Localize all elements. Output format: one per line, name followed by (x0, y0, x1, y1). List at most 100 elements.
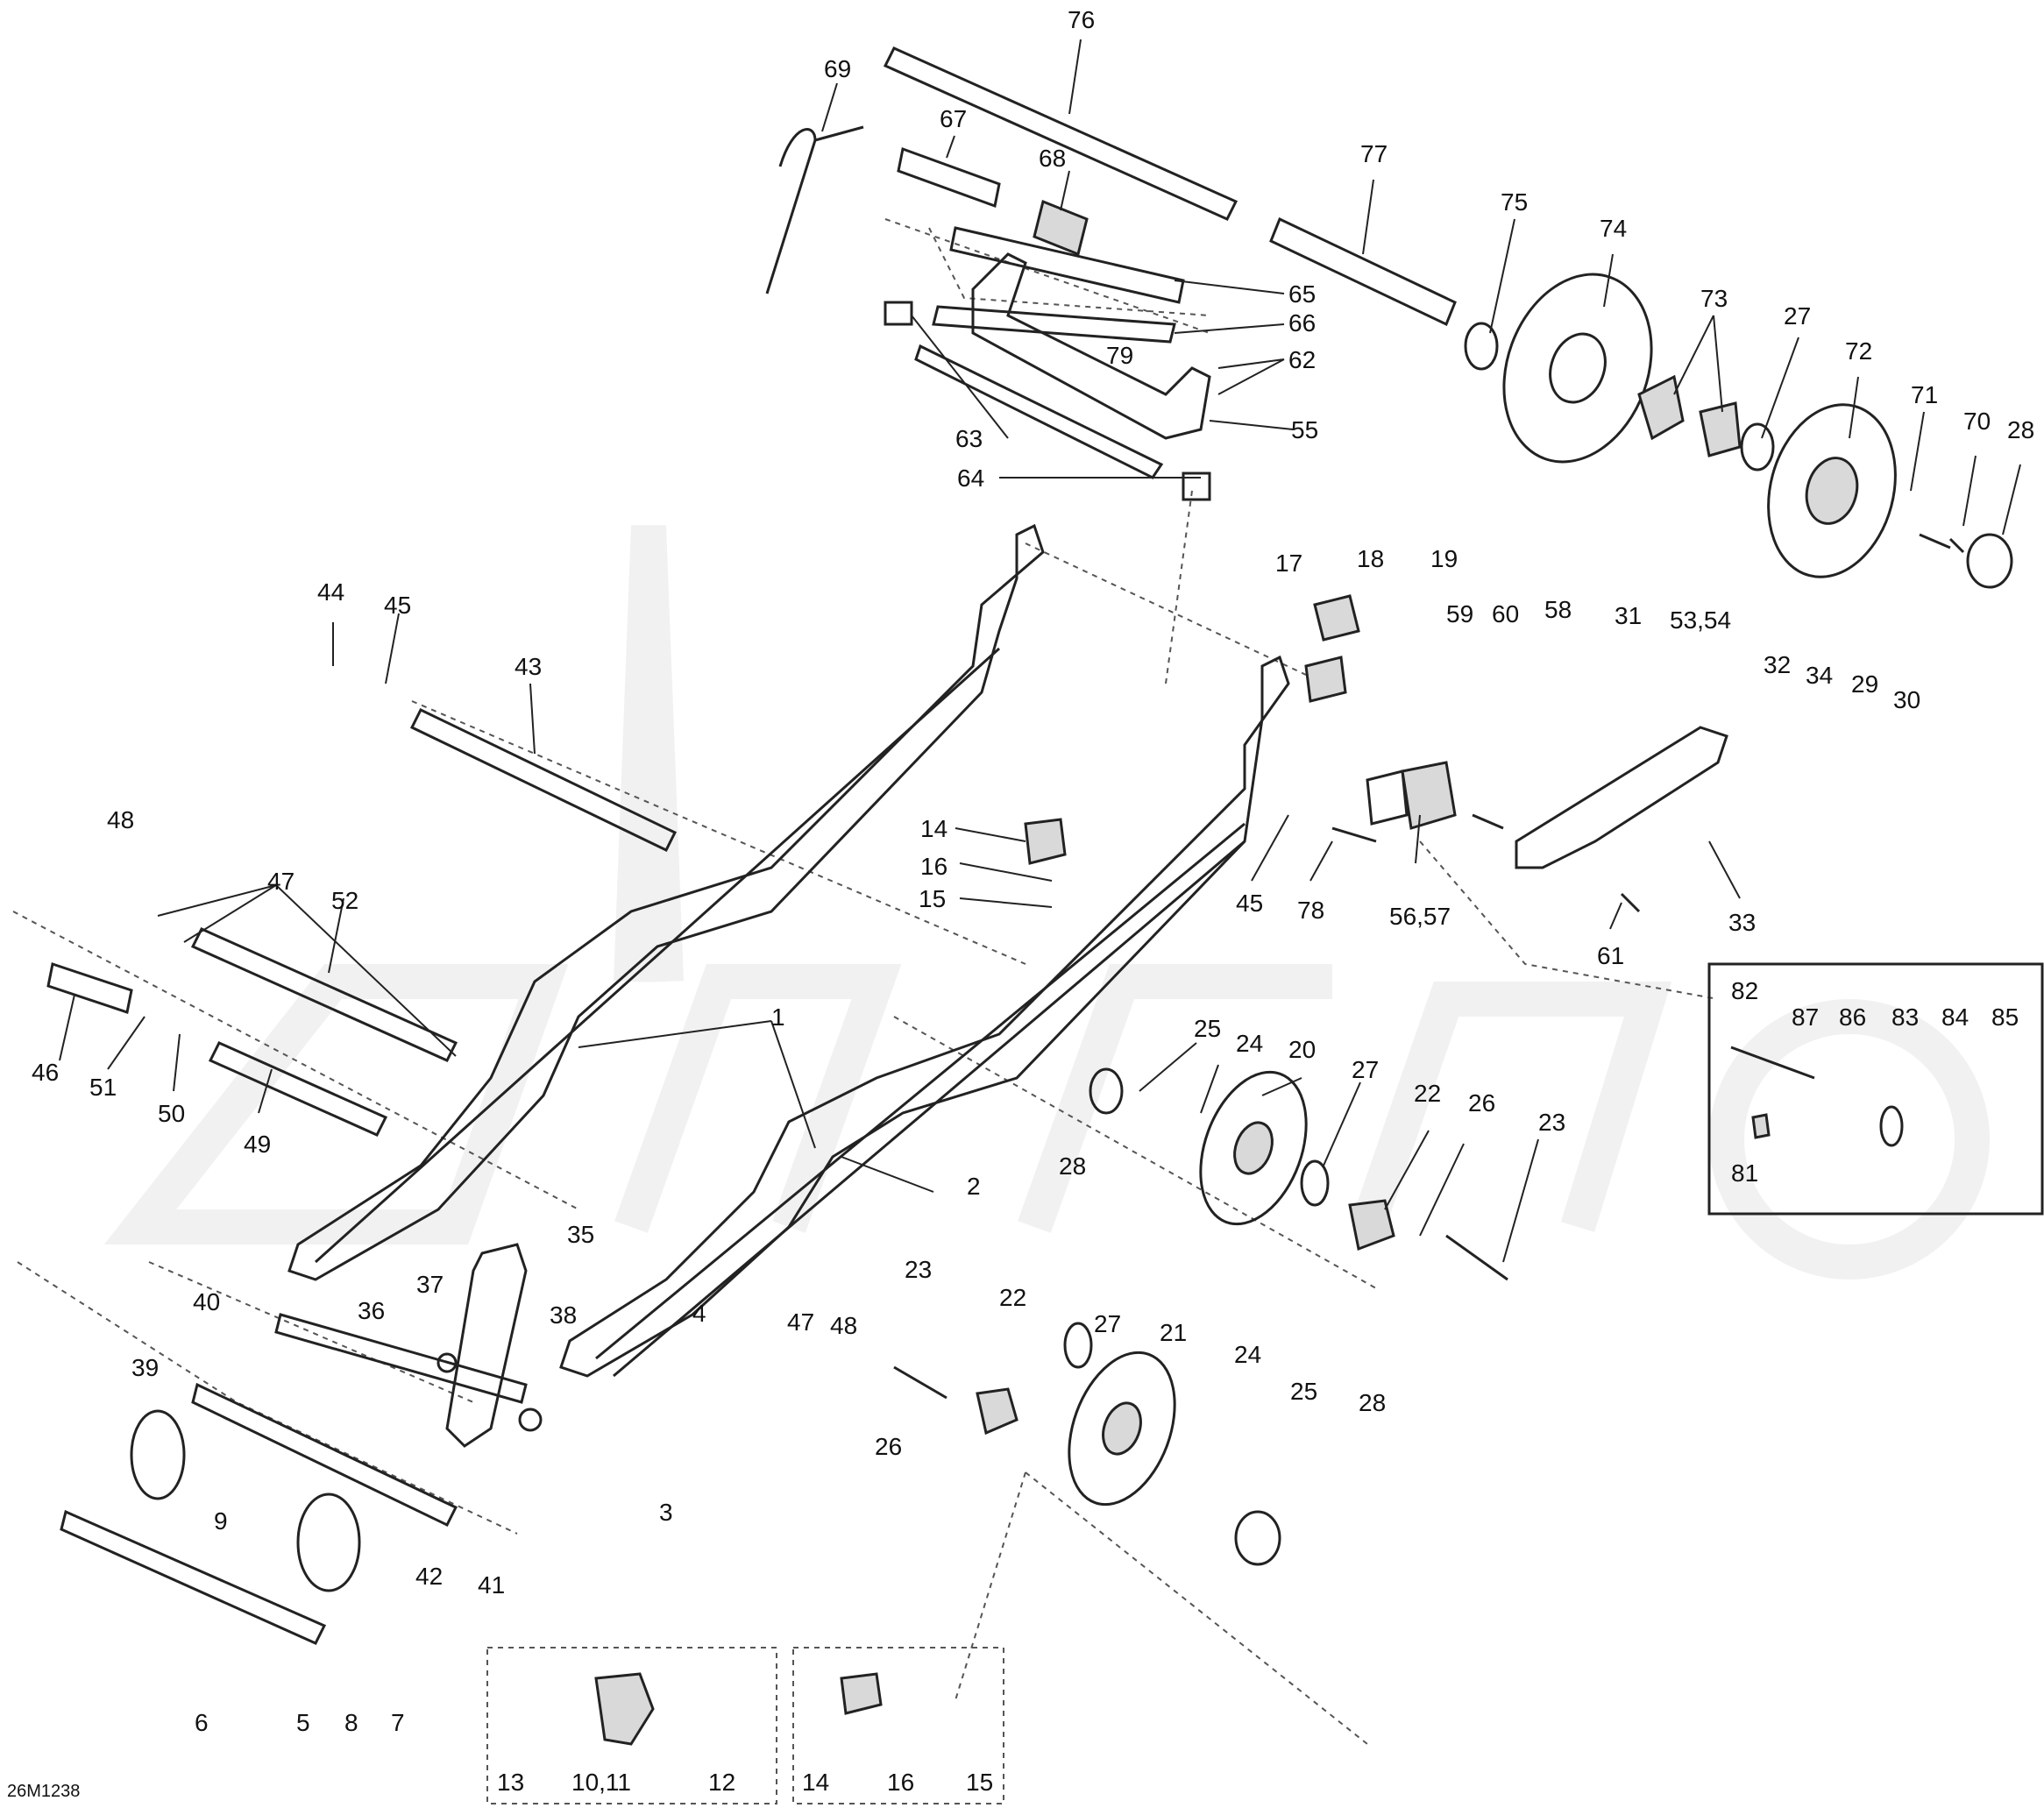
cap-28c (1234, 1510, 1281, 1566)
shaft-6 (60, 1509, 327, 1645)
callout-22a: 22 (1414, 1080, 1441, 1107)
callout-16a: 16 (920, 853, 947, 880)
shaft-43 (409, 708, 678, 852)
callout-47a: 47 (267, 868, 295, 895)
callout-24b: 24 (1234, 1341, 1261, 1368)
bushing-68 (1033, 199, 1089, 257)
callout-60: 60 (1492, 600, 1519, 627)
bolt-61 (1620, 892, 1641, 913)
detail-box-right (792, 1647, 1004, 1804)
tube-46 (46, 962, 133, 1014)
washer-27b (1300, 1159, 1330, 1207)
callout-77: 77 (1360, 140, 1388, 167)
callout-labels: 76 69 67 68 77 75 74 73 27 72 71 70 28 6… (7, 6, 2034, 1801)
callout-8: 8 (344, 1709, 358, 1736)
callout-6: 6 (195, 1709, 209, 1736)
callout-48b: 48 (830, 1312, 857, 1339)
callout-3: 3 (659, 1499, 673, 1526)
callout-18: 18 (1357, 545, 1384, 572)
callout-67: 67 (940, 105, 967, 132)
bushing-64 (1182, 471, 1211, 501)
washer-38 (518, 1407, 543, 1432)
callout-14a: 14 (920, 815, 947, 842)
tube-66 (932, 305, 1176, 344)
callout-48a: 48 (107, 806, 134, 833)
washer-28b (1089, 1067, 1124, 1115)
callout-20: 20 (1288, 1036, 1316, 1063)
spring-69 (765, 125, 864, 294)
callout-24a: 24 (1236, 1030, 1263, 1057)
callout-21: 21 (1160, 1319, 1187, 1346)
bolt-78 (1331, 826, 1377, 843)
callout-61: 61 (1597, 942, 1624, 969)
callout-53-54: 53,54 (1670, 606, 1731, 634)
callout-63: 63 (955, 425, 983, 452)
leader-lines (59, 39, 2021, 1263)
callout-36: 36 (358, 1297, 385, 1324)
callout-13: 13 (497, 1769, 524, 1796)
callout-85: 85 (1991, 1003, 2019, 1031)
callout-83: 83 (1891, 1003, 1919, 1031)
inset-box (1707, 962, 2044, 1216)
callout-69: 69 (824, 55, 851, 82)
watermark (103, 525, 1990, 1280)
callout-59: 59 (1446, 600, 1473, 627)
callout-25b: 25 (1290, 1378, 1317, 1405)
callout-41: 41 (478, 1571, 505, 1599)
callout-22b: 22 (999, 1284, 1026, 1311)
callout-45b: 45 (1236, 890, 1263, 917)
bolt-23b (893, 1365, 947, 1400)
callout-27b: 27 (1352, 1056, 1379, 1083)
callout-25a: 25 (1194, 1015, 1221, 1042)
bracket-53-54 (1515, 726, 1728, 869)
callout-40: 40 (193, 1288, 220, 1315)
wheel-9b (296, 1492, 361, 1592)
callout-55: 55 (1291, 416, 1318, 443)
callout-66: 66 (1288, 309, 1316, 337)
callout-58: 58 (1544, 596, 1572, 623)
callout-17: 17 (1275, 549, 1302, 577)
diagram-code: 26M1238 (7, 1782, 80, 1801)
tube-65 (949, 226, 1185, 304)
callout-4: 4 (692, 1300, 706, 1327)
tube-67 (897, 146, 1001, 209)
callout-87: 87 (1792, 1003, 1819, 1031)
callout-31: 31 (1615, 602, 1642, 629)
arm-35 (445, 1243, 528, 1448)
callout-27c: 27 (1094, 1310, 1121, 1337)
callout-28c: 28 (1359, 1389, 1386, 1416)
wheel-84 (1879, 1105, 1904, 1147)
callout-84: 84 (1941, 1003, 1969, 1031)
housing-56-57 (1401, 761, 1457, 830)
bracket-10-11 (594, 1672, 655, 1746)
callout-35: 35 (567, 1221, 594, 1248)
axle-82 (1730, 1046, 1815, 1080)
wheel-21 (1068, 1351, 1176, 1507)
callout-26b: 26 (875, 1433, 902, 1460)
callout-1: 1 (771, 1003, 785, 1031)
detail-box-left (486, 1647, 777, 1804)
callout-73: 73 (1700, 285, 1728, 312)
callout-42: 42 (415, 1563, 443, 1590)
callout-86: 86 (1839, 1003, 1866, 1031)
callout-2: 2 (967, 1173, 981, 1200)
callout-15b: 15 (966, 1769, 993, 1796)
bushing-63a (884, 301, 913, 326)
callout-5: 5 (296, 1709, 310, 1736)
callout-19: 19 (1430, 545, 1458, 572)
callout-10-11: 10,11 (571, 1769, 631, 1796)
callout-28b: 28 (1059, 1152, 1086, 1180)
spacer-73b (1699, 401, 1742, 457)
callout-75: 75 (1501, 188, 1528, 216)
callout-9: 9 (214, 1507, 228, 1535)
spacer-73a (1637, 374, 1685, 441)
callout-14b: 14 (802, 1769, 829, 1796)
wheel-9a (130, 1409, 186, 1500)
washer-27c (1063, 1322, 1093, 1369)
callout-47b: 47 (787, 1308, 814, 1336)
washer-37 (436, 1352, 458, 1373)
callout-64: 64 (957, 464, 984, 492)
callout-51: 51 (89, 1074, 117, 1101)
callout-30: 30 (1893, 686, 1920, 713)
callout-52: 52 (331, 887, 358, 914)
